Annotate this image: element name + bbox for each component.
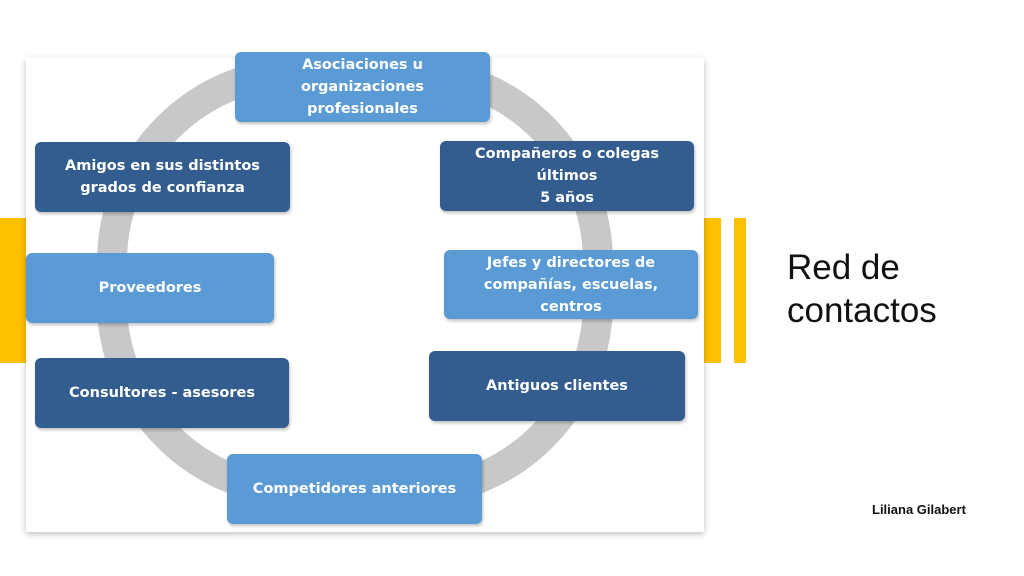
node-consultores: Consultores - asesores bbox=[35, 358, 289, 428]
node-asociaciones: Asociaciones u organizaciones profesiona… bbox=[235, 52, 490, 122]
accent-bar-right-1 bbox=[704, 218, 721, 363]
node-amigos: Amigos en sus distintos grados de confia… bbox=[35, 142, 290, 212]
slide-title: Red de contactos bbox=[787, 248, 937, 330]
node-antiguos-clientes: Antiguos clientes bbox=[429, 351, 685, 421]
node-proveedores: Proveedores bbox=[26, 253, 274, 323]
accent-bar-right-2 bbox=[734, 218, 746, 363]
accent-bar-left bbox=[0, 218, 26, 363]
author-name: Liliana Gilabert bbox=[872, 502, 966, 517]
diagram-panel: Asociaciones u organizaciones profesiona… bbox=[26, 52, 704, 532]
node-companeros: Compañeros o colegas últimos 5 años bbox=[440, 141, 694, 211]
node-competidores: Competidores anteriores bbox=[227, 454, 482, 524]
node-jefes: Jefes y directores de compañías, escuela… bbox=[444, 250, 698, 319]
